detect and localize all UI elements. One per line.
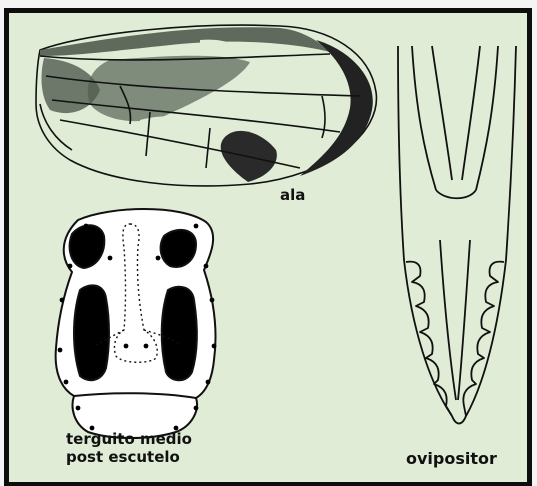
tergite-spot-upper-right xyxy=(161,230,196,267)
mid-tergite-label: terguito medio post escutelo xyxy=(66,430,192,466)
tergite-stripe-right xyxy=(162,287,197,380)
mid-tergite-label-line2: post escutelo xyxy=(66,448,192,466)
wing-label: ala xyxy=(280,186,305,204)
ovipositor-label: ovipositor xyxy=(406,449,497,468)
mid-tergite-drawing xyxy=(56,209,217,438)
tergite-stripe-left xyxy=(74,285,109,380)
mid-tergite-label-line1: terguito medio xyxy=(66,430,192,448)
